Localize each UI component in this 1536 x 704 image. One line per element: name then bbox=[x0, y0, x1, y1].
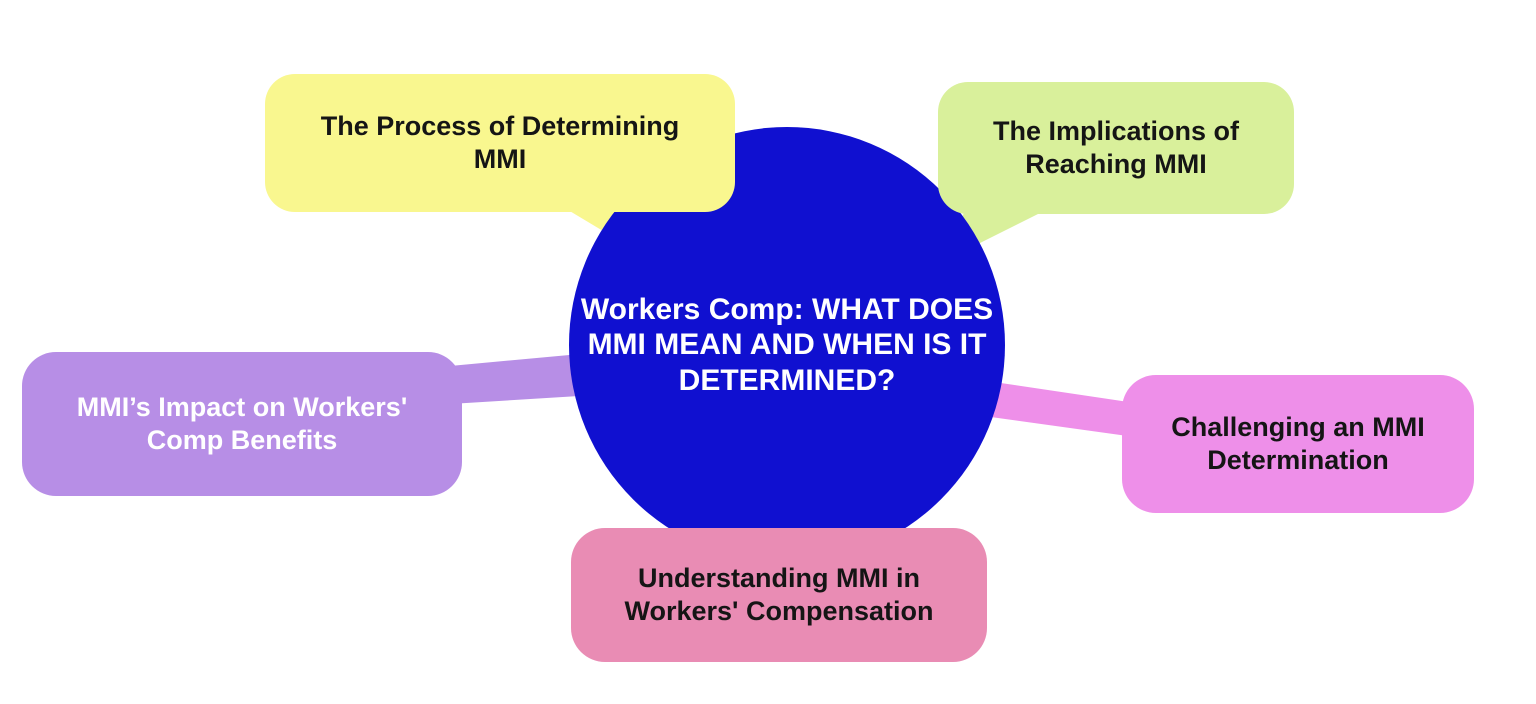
node-label-line: Determination bbox=[1207, 445, 1389, 475]
node-label-line: Understanding MMI in bbox=[638, 563, 920, 594]
center-topic-label-line1: Workers Comp: WHAT DOES bbox=[580, 292, 994, 326]
node-label-line: MMI bbox=[473, 144, 527, 174]
node-label-line: Comp Benefits bbox=[146, 425, 338, 455]
node-label-line: The Implications of bbox=[992, 116, 1240, 147]
node-implications-of-reaching-mmi: The Implications of Reaching MMI bbox=[938, 82, 1294, 214]
node-label-line: Workers' Compensation bbox=[624, 596, 934, 626]
node-label-line: The Process of Determining bbox=[320, 111, 680, 142]
node-process-of-determining-mmi: The Process of Determining MMI bbox=[265, 74, 735, 212]
center-topic-label-line2: MMI MEAN AND WHEN IS IT bbox=[587, 328, 987, 362]
node-mmi-impact-on-workers-comp-benefits: MMI’s Impact on Workers' Comp Benefits bbox=[22, 352, 462, 496]
node-label-line: Reaching MMI bbox=[1025, 149, 1207, 179]
node-label-line: Challenging an MMI bbox=[1171, 412, 1425, 443]
center-topic-label-line3: DETERMINED? bbox=[678, 363, 896, 397]
node-understanding-mmi-in-workers-compensation: Understanding MMI in Workers' Compensati… bbox=[571, 528, 987, 662]
node-label-line: MMI’s Impact on Workers' bbox=[76, 392, 408, 423]
node-challenging-an-mmi-determination: Challenging an MMI Determination bbox=[1122, 375, 1474, 513]
